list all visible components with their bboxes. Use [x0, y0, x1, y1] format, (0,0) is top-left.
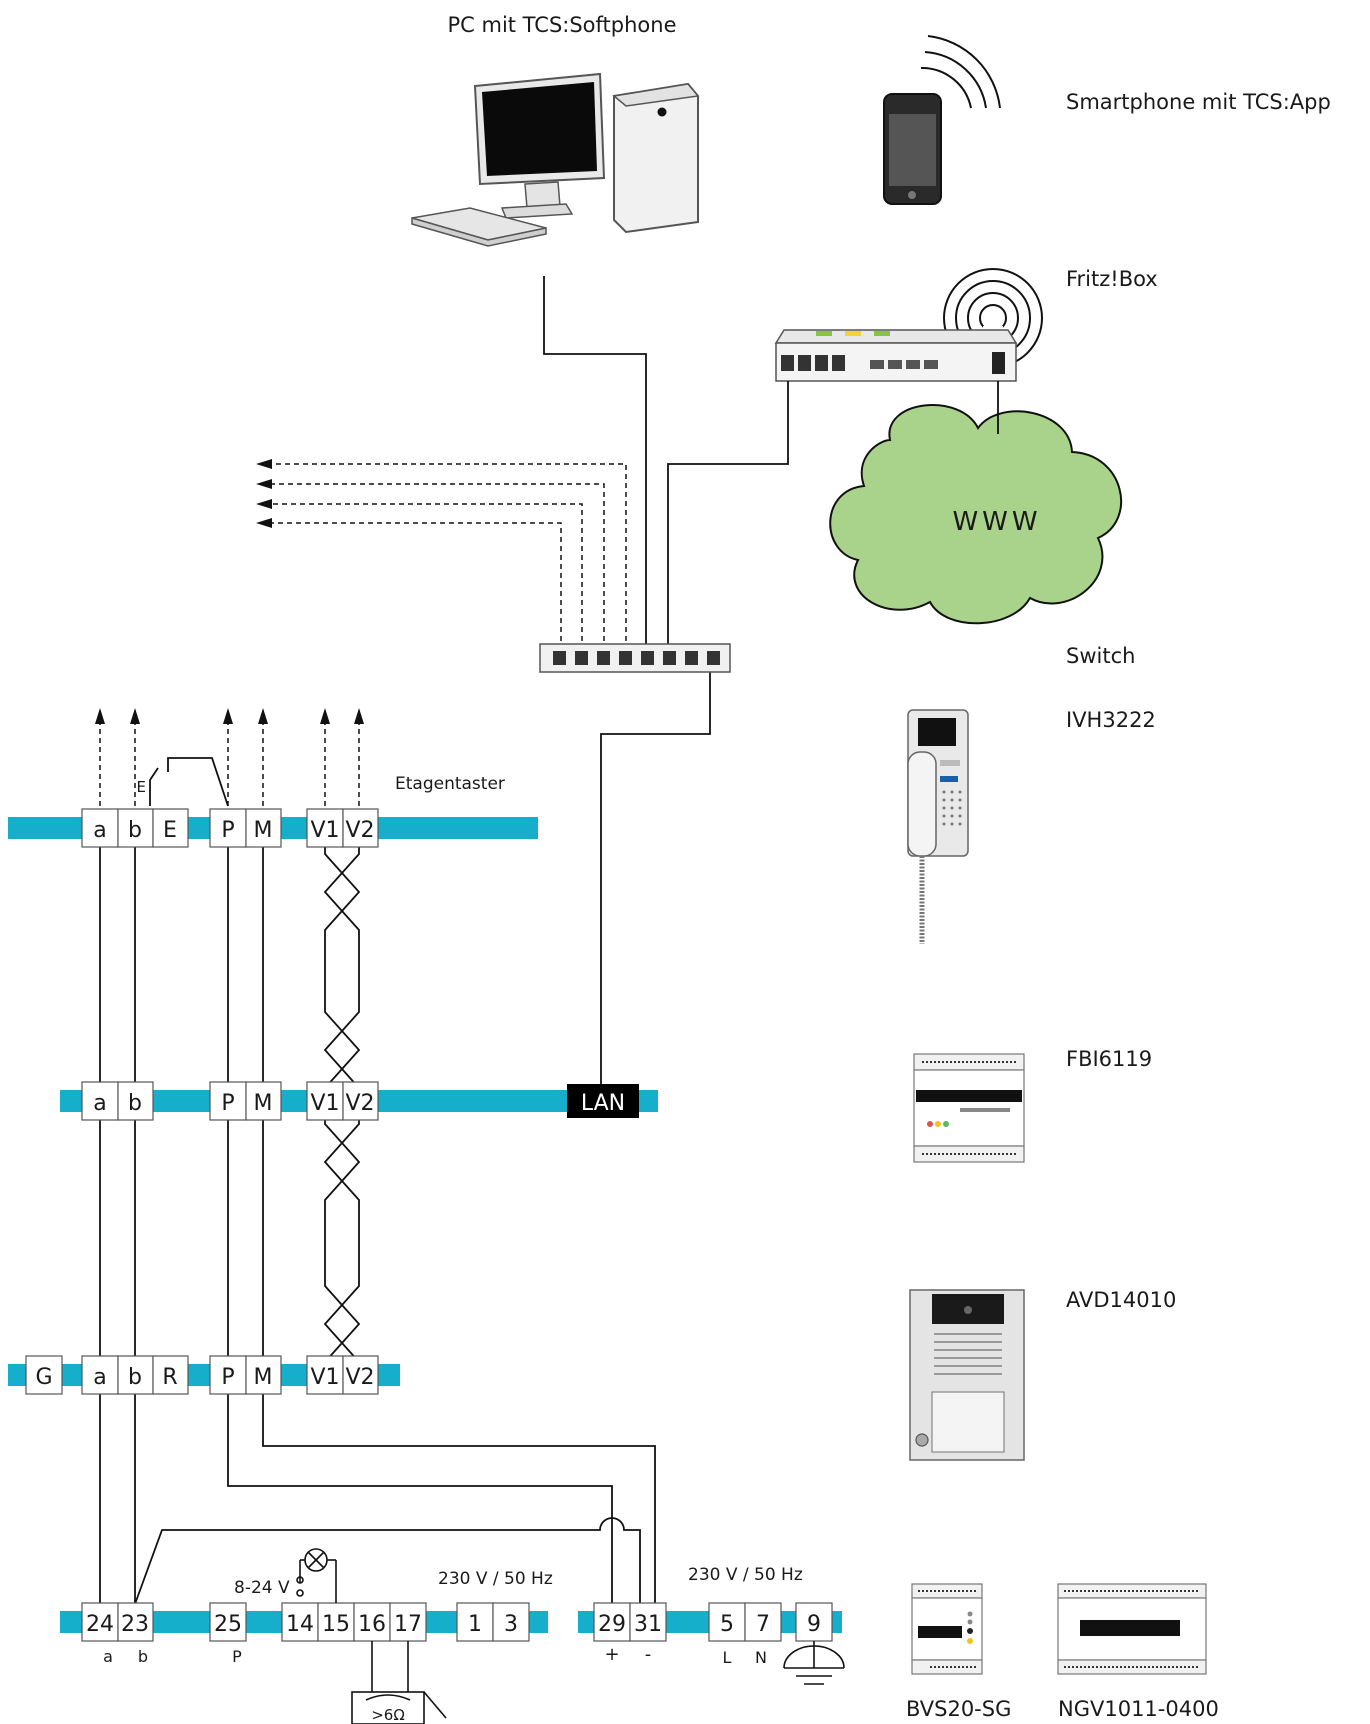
mains-label-2: 230 V / 50 Hz: [688, 1565, 803, 1585]
terminal-g: G: [35, 1365, 52, 1390]
indoor-station-label: IVH3222: [1066, 708, 1156, 732]
terminal-p: P: [221, 818, 234, 843]
terminal-b: b: [128, 1365, 142, 1390]
signal-lines: [99, 757, 656, 1608]
terminal-9: 9: [807, 1612, 821, 1637]
sublabel-minus: -: [645, 1644, 652, 1665]
switch-icon: [539, 643, 731, 673]
terminal-p: P: [221, 1091, 234, 1116]
floor-button-label: Etagentaster: [395, 774, 505, 794]
terminal-24: 24: [86, 1612, 114, 1637]
dashed-output-arrows: [256, 459, 272, 528]
terminal-b: b: [128, 1091, 142, 1116]
pc-icon: [411, 72, 700, 247]
router-label: Fritz!Box: [1066, 267, 1158, 291]
sublabel-plus: +: [604, 1644, 619, 1665]
terminal-a: a: [93, 1365, 106, 1390]
gong-label: >6Ω: [371, 1706, 405, 1724]
lamp-symbol: [296, 1548, 337, 1603]
smartphone-icon: [883, 35, 1001, 205]
terminal-v2: V2: [345, 1365, 374, 1390]
bus-bars: [8, 817, 842, 1633]
terminal-v2: V2: [345, 1091, 374, 1116]
power-supply-icon: [1057, 1583, 1207, 1675]
switch-label: Switch: [1066, 644, 1135, 668]
cloud-label: WWW: [952, 507, 1041, 537]
mains-label-1: 230 V / 50 Hz: [438, 1569, 553, 1589]
smartphone-label: Smartphone mit TCS:App: [1066, 90, 1331, 114]
twisted-pairs: [323, 846, 361, 1363]
terminal-row-1: a b E P M V1 V2: [81, 808, 379, 848]
terminal-3: 3: [504, 1612, 518, 1637]
dashed-outputs: [268, 463, 627, 650]
terminal-sublabels: a b P + - L N: [103, 1644, 767, 1667]
voltage-label: 8-24 V: [234, 1578, 290, 1598]
terminal-p: P: [221, 1365, 234, 1390]
terminal-m: M: [254, 818, 273, 843]
terminal-m: M: [254, 1365, 273, 1390]
terminal-a: a: [93, 1091, 106, 1116]
terminal-row-2: a b P M V1 V2 LAN: [81, 1081, 639, 1121]
terminal-v2: V2: [345, 818, 374, 843]
terminal-v1: V1: [310, 818, 339, 843]
indoor-station-icon: [907, 709, 969, 944]
terminal-23: 23: [121, 1612, 149, 1637]
terminal-7: 7: [756, 1612, 770, 1637]
lan-label: LAN: [581, 1091, 625, 1116]
terminal-v1: V1: [310, 1365, 339, 1390]
control-unit-label: BVS20-SG: [906, 1697, 1011, 1721]
terminal-17: 17: [394, 1612, 422, 1637]
sublabel-a: a: [103, 1647, 113, 1666]
terminal-14: 14: [286, 1612, 314, 1637]
terminal-31: 31: [634, 1612, 662, 1637]
internet-cloud: WWW: [829, 404, 1123, 625]
terminal-1: 1: [468, 1612, 482, 1637]
terminal-m: M: [254, 1091, 273, 1116]
terminal-r: R: [162, 1365, 177, 1390]
pc-label: PC mit TCS:Softphone: [447, 13, 676, 37]
terminal-a: a: [93, 818, 106, 843]
terminal-5: 5: [720, 1612, 734, 1637]
terminal-16: 16: [358, 1612, 386, 1637]
door-station-label: AVD14010: [1066, 1288, 1176, 1312]
terminal-row-4-right: 29 31 5 7 9: [593, 1602, 833, 1642]
sublabel-b: b: [138, 1647, 148, 1666]
up-arrowheads: [95, 708, 364, 724]
power-supply-label: NGV1011-0400: [1058, 1697, 1219, 1721]
terminal-b: b: [128, 818, 142, 843]
control-unit-icon: [911, 1583, 983, 1675]
e-switch-label: E: [137, 778, 146, 796]
terminal-row-3: G a b R P M V1 V2: [25, 1355, 379, 1395]
terminal-row-4: 24 23 25 14 15 16 17 1 3: [81, 1602, 530, 1642]
terminal-25: 25: [214, 1612, 242, 1637]
sublabel-l: L: [723, 1648, 732, 1667]
network-lines: [543, 276, 999, 1088]
gong-symbol: [351, 1641, 447, 1724]
terminal-29: 29: [598, 1612, 626, 1637]
sublabel-p: P: [232, 1647, 242, 1666]
ground-icon: [783, 1641, 845, 1685]
terminal-e: E: [163, 818, 177, 843]
terminal-15: 15: [322, 1612, 350, 1637]
terminal-v1: V1: [310, 1091, 339, 1116]
interface-label: FBI6119: [1066, 1047, 1152, 1071]
up-arrows: [99, 722, 360, 806]
interface-icon: [913, 1053, 1025, 1163]
door-station-icon: [909, 1289, 1025, 1461]
sublabel-n: N: [755, 1648, 767, 1667]
router-icon: [774, 268, 1043, 382]
